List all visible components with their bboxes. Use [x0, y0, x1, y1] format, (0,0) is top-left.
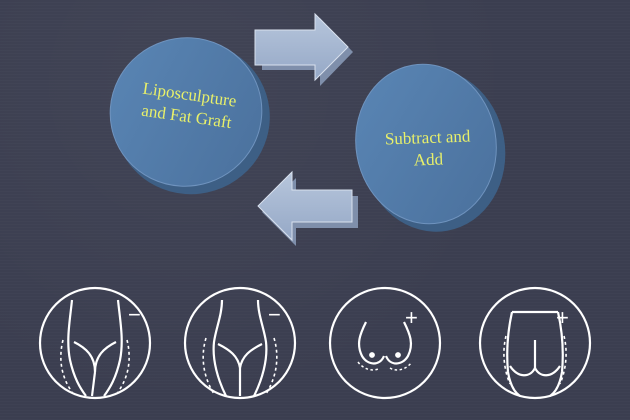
hips-front-minus-icon	[183, 286, 297, 400]
waist-front-minus-icon	[38, 286, 152, 400]
node-right-disc	[355, 63, 506, 232]
buttocks-plus-icon	[478, 286, 592, 400]
icon-sign-3: +	[405, 305, 418, 330]
icon-sign-4: +	[556, 305, 569, 330]
arrow-left	[257, 170, 358, 246]
node-right-label: Subtract and Add	[357, 125, 498, 174]
icon-sign-2: −	[268, 302, 281, 327]
arrow-right	[254, 12, 353, 86]
icon-sign-1: −	[128, 302, 141, 327]
breasts-plus-icon	[328, 286, 442, 400]
node-left-disc	[109, 37, 270, 195]
